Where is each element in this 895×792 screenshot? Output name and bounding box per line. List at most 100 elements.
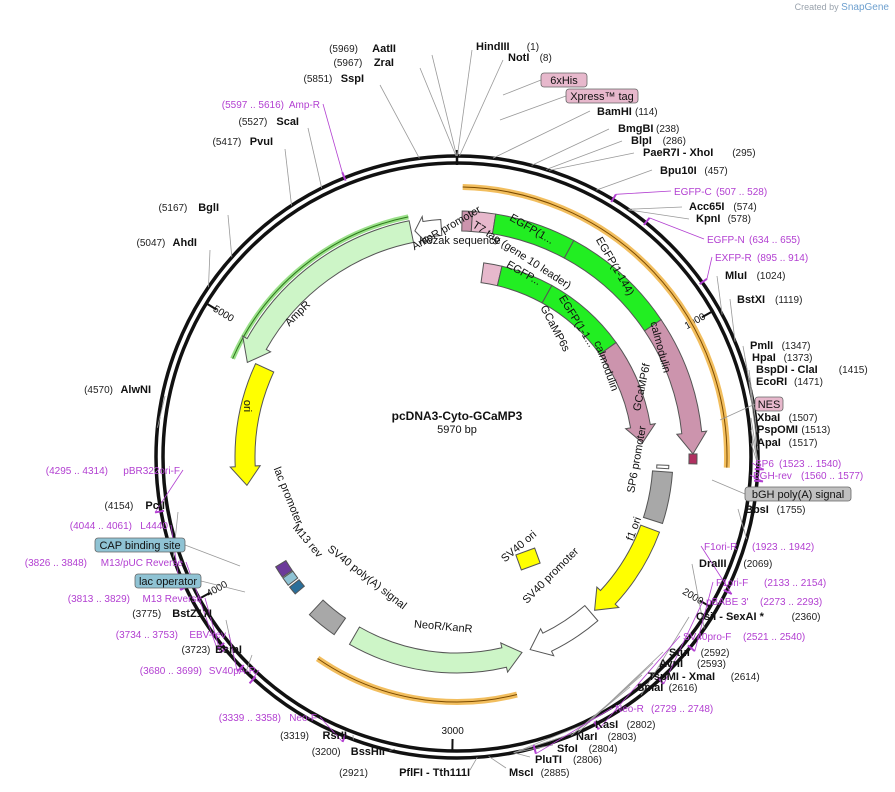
primer-range: (2521 .. 2540) <box>743 632 805 643</box>
primer-mark <box>216 642 225 650</box>
site-position: (574) <box>733 202 756 213</box>
site-blpi[interactable]: BlpI(286) <box>631 135 686 147</box>
ampr-promoter-arrow[interactable] <box>414 214 443 244</box>
feature-box-6xhis[interactable]: 6xHis <box>540 72 588 88</box>
primer-leader-line <box>751 462 764 470</box>
site-pflfi-tth111i[interactable]: PflFI - Tth111I(2921) <box>339 767 470 779</box>
site-zrai[interactable]: ZraI(5967) <box>333 57 394 69</box>
site-position: (5047) <box>136 238 165 249</box>
primer-l4440[interactable]: L4440(4044 .. 4061) <box>70 521 169 532</box>
primer-neo-r[interactable]: Neo-R(2729 .. 2748) <box>615 704 713 715</box>
sp6-promoter-box[interactable] <box>656 464 670 470</box>
site-hindiii[interactable]: HindIII(1) <box>476 41 539 53</box>
site-leader-line <box>577 651 664 733</box>
site-ahdi[interactable]: AhdI(5047) <box>136 237 197 249</box>
site-leader-line <box>157 395 166 428</box>
site-bpu10i[interactable]: Bpu10I(457) <box>660 165 728 177</box>
feature-box-xpress-tag[interactable]: Xpress™ tag <box>565 88 639 104</box>
feature-box-bgh-poly-a-signal[interactable]: bGH poly(A) signal <box>744 486 852 502</box>
primer-sv40pa-r[interactable]: SV40pA-R(3680 .. 3699) <box>140 666 256 677</box>
primer-exfp-r[interactable]: EXFP-R(895 .. 914) <box>715 253 808 264</box>
site-bbsi[interactable]: BbsI(1755) <box>745 504 806 516</box>
site-bsmi[interactable]: BsmI(3723) <box>181 644 242 656</box>
site-bgli[interactable]: BglI(5167) <box>158 202 219 214</box>
feature-box-text: bGH poly(A) signal <box>752 489 844 501</box>
site-msci[interactable]: MscI(2885) <box>509 767 570 779</box>
site-alwni[interactable]: AlwNI(4570) <box>84 384 151 396</box>
site-rsrii[interactable]: RsrII(3319) <box>280 730 347 742</box>
feature-box-text: NES <box>758 399 781 411</box>
site-bstxi[interactable]: BstXI(1119) <box>737 294 802 306</box>
site-nari[interactable]: NarI(2803) <box>576 731 637 743</box>
primer-m13-reverse[interactable]: M13 Reverse(3813 .. 3829) <box>68 594 203 605</box>
site-mlui[interactable]: MluI(1024) <box>725 270 786 282</box>
site-scai[interactable]: ScaI(5527) <box>238 116 299 128</box>
lac-operator-box[interactable] <box>282 570 299 586</box>
lac-promoter-box[interactable] <box>274 559 293 578</box>
sv40-ori-box[interactable] <box>515 547 541 571</box>
feature-box-lac-operator[interactable]: lac operator <box>134 573 202 589</box>
site-bsshii[interactable]: BssHII(3200) <box>312 746 385 758</box>
site-pcii[interactable]: PciI(4154) <box>104 500 165 512</box>
primer-bgh-rev[interactable]: BGH-rev(1560 .. 1577) <box>753 471 863 482</box>
ori-arrow[interactable] <box>229 362 275 487</box>
site-kasi[interactable]: KasI(2802) <box>595 719 656 731</box>
site-pluti[interactable]: PluTI(2806) <box>535 754 602 766</box>
primer-egfp-c[interactable]: EGFP-C(507 .. 528) <box>674 187 767 198</box>
site-csii-sexai[interactable]: CsiI - SexAI *(2360) <box>696 611 821 623</box>
primer-pbr322ori-f[interactable]: pBR322ori-F(4295 .. 4314) <box>46 466 180 477</box>
ampr-arrow[interactable] <box>242 220 415 364</box>
bp-tick-label: 5000 <box>211 304 236 325</box>
site-xbai[interactable]: XbaI(1507) <box>757 412 818 424</box>
site-stui[interactable]: StuI(2592) <box>669 647 730 659</box>
primer-ebv-rev[interactable]: EBV-rev(3734 .. 3753) <box>116 630 226 641</box>
site-pvui[interactable]: PvuI(5417) <box>212 136 273 148</box>
calmodulin-6s-arrow[interactable] <box>599 341 657 444</box>
site-leader-line <box>488 756 507 769</box>
site-pmli[interactable]: PmlI(1347) <box>750 340 811 352</box>
primer-f1ori-r[interactable]: F1ori-R(1923 .. 1942) <box>704 542 814 553</box>
sv40-promoter-arrow[interactable] <box>529 604 599 657</box>
site-paer7i-xhoi[interactable]: PaeR7I - XhoI(295) <box>643 147 756 159</box>
primer-m13-puc-reverse[interactable]: M13/pUC Reverse(3826 .. 3848) <box>25 558 184 569</box>
site-ecori[interactable]: EcoRI(1471) <box>756 376 823 388</box>
primer-pbabe-3[interactable]: pBABE 3'(2273 .. 2293) <box>706 597 822 608</box>
m13-rev-box[interactable] <box>288 578 306 595</box>
site-aatii[interactable]: AatII(5969) <box>329 43 396 55</box>
site-noti[interactable]: NotI(8) <box>508 52 552 64</box>
site-avrii[interactable]: AvrII(2593) <box>659 658 726 670</box>
site-sspi[interactable]: SspI(5851) <box>303 73 364 85</box>
site-leader-line <box>513 744 554 753</box>
site-acc65i[interactable]: Acc65I(574) <box>689 201 757 213</box>
primer-leader-line <box>322 103 343 173</box>
site-bspdi-clai[interactable]: BspDI - ClaI(1415) <box>756 364 868 376</box>
site-draiii[interactable]: DraIII(2069) <box>699 558 772 570</box>
sv40-polya-box[interactable] <box>308 599 347 636</box>
site-bamhi[interactable]: BamHI(114) <box>597 106 658 118</box>
site-tspmi-xmai[interactable]: TspMI - XmaI(2614) <box>648 671 760 683</box>
f1-ori-arrow[interactable] <box>594 524 661 611</box>
primer-name: SV40pA-R <box>209 666 256 677</box>
site-kpni[interactable]: KpnI(578) <box>696 213 751 225</box>
site-hpai[interactable]: HpaI(1373) <box>752 352 813 364</box>
site-bstz17i[interactable]: BstZ17I(3775) <box>132 608 212 620</box>
neor-kanr-arrow[interactable] <box>348 626 523 674</box>
primer-amp-r[interactable]: Amp-R(5597 .. 5616) <box>222 100 320 111</box>
nes-box[interactable] <box>688 453 698 465</box>
primer-egfp-n[interactable]: EGFP-N(634 .. 655) <box>707 235 800 246</box>
feature-box-leader <box>200 580 246 593</box>
primer-sp6[interactable]: SP6(1523 .. 1540) <box>755 459 841 470</box>
primer-f1ori-f[interactable]: F1ori-F(2133 .. 2154) <box>716 578 826 589</box>
site-bmgbi[interactable]: BmgBI(238) <box>618 123 679 135</box>
site-apai[interactable]: ApaI(1517) <box>757 437 818 449</box>
site-leader-line <box>627 206 683 210</box>
primer-neo-f[interactable]: Neo-F(3339 .. 3358) <box>219 713 317 724</box>
site-pspomi[interactable]: PspOMI(1513) <box>757 424 830 436</box>
primer-sv40pro-f[interactable]: SV40pro-F(2521 .. 2540) <box>683 632 805 643</box>
site-smai[interactable]: SmaI(2616) <box>637 682 698 694</box>
feature-box-cap-binding-site[interactable]: CAP binding site <box>94 537 186 553</box>
feature-box-nes[interactable]: NES <box>754 396 784 412</box>
site-sfoi[interactable]: SfoI(2804) <box>557 743 618 755</box>
bgh-polya-box[interactable] <box>642 470 673 525</box>
